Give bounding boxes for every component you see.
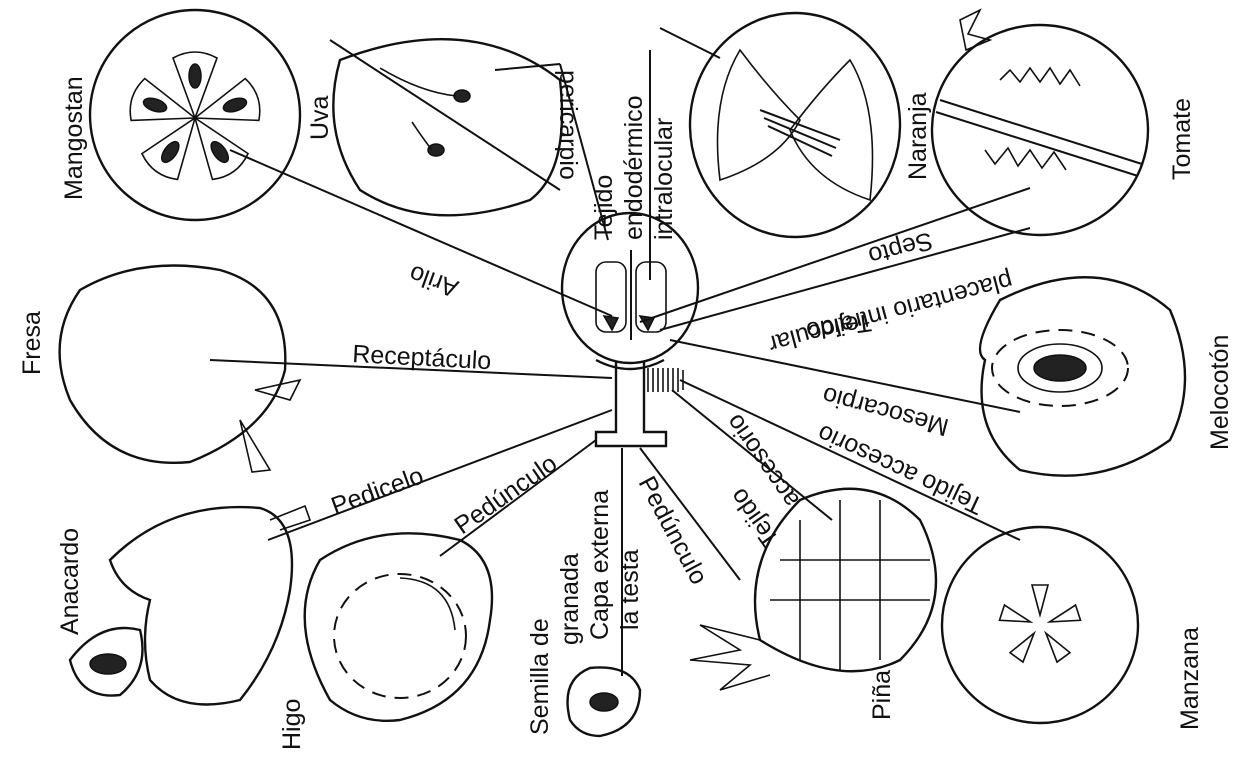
semilla-granada-drawing <box>568 667 641 736</box>
melocoton-drawing <box>980 277 1185 475</box>
label-fresa: Fresa <box>18 311 46 375</box>
fresa-drawing <box>60 266 300 473</box>
naranja-drawing <box>690 13 900 237</box>
label-tomate: Tomate <box>1168 98 1196 180</box>
label-pericarpio: pericarpio <box>554 70 582 180</box>
label-endodermico: endodérmico <box>620 95 648 240</box>
label-mangostan: Mangostan <box>60 76 88 200</box>
label-pedicelo: Pedicelo <box>327 462 427 521</box>
label-capa-externa: Capa externa <box>586 490 614 640</box>
label-anacardo: Anacardo <box>56 528 84 635</box>
higo-drawing <box>305 533 492 721</box>
central-fruit-schematic <box>562 213 698 446</box>
tomate-drawing <box>932 10 1148 235</box>
label-pedunculo: Pedúnculo <box>449 449 562 540</box>
label-pedunculo-pina: Pedúnculo <box>633 472 713 589</box>
label-arilo: Arilo <box>405 259 462 302</box>
label-melocoton: Melocotón <box>1206 335 1234 450</box>
label-pina: Piña <box>868 670 896 720</box>
manzana-drawing <box>942 527 1138 723</box>
label-la-testa: la testa <box>616 549 644 630</box>
uva-drawing <box>330 39 562 215</box>
label-higo: Higo <box>278 699 306 750</box>
label-tejido-placentario-2: placentario intralocular <box>765 266 1015 358</box>
label-receptaculo: Receptáculo <box>352 340 492 375</box>
label-granada: granada <box>556 553 584 645</box>
label-tejido-1: Tejido <box>590 175 618 240</box>
pina-drawing <box>690 489 936 690</box>
label-semilla-de: Semilla de <box>526 618 554 735</box>
label-intralocular: intralocular <box>650 118 678 240</box>
label-uva: Uva <box>306 95 334 140</box>
anacardo-drawing <box>70 506 310 705</box>
label-naranja: Naranja <box>904 92 932 180</box>
label-manzana: Manzana <box>1176 627 1204 730</box>
mangostan-drawing <box>90 10 300 220</box>
